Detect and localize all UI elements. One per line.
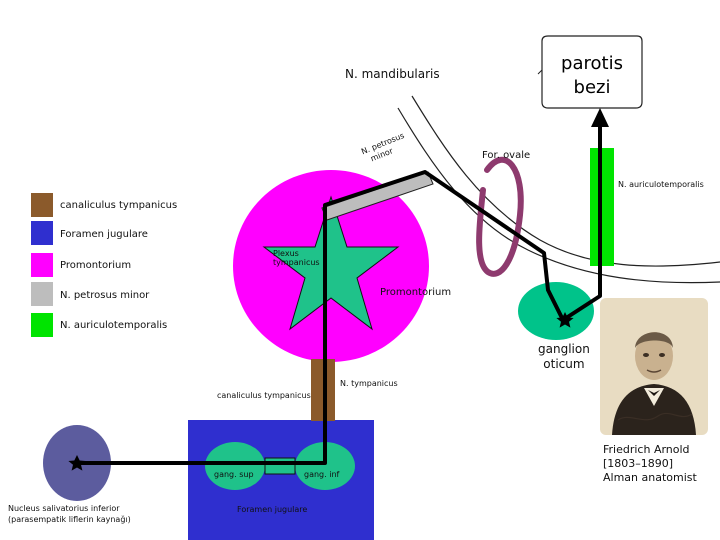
legend-label-auriculotemporalis: N. auriculotemporalis	[60, 320, 168, 331]
legend-swatch-auriculotemporalis	[31, 313, 53, 337]
label-n-auriculotemporalis: N. auriculotemporalis	[618, 180, 704, 189]
label-ganglion-line1: ganglion	[538, 342, 590, 356]
legend-label-canaliculus: canaliculus tympanicus	[60, 200, 178, 211]
portrait-caption: Friedrich Arnold [1803–1890] Alman anato…	[603, 443, 697, 485]
legend-label-promontorium: Promontorium	[60, 260, 132, 271]
label-parotis-line1: parotis	[561, 53, 623, 74]
bone-contour-outer	[411, 95, 720, 267]
legend-swatch-foramen	[31, 221, 53, 245]
ganglion-oticum	[518, 282, 594, 340]
legend-swatch-promontorium	[31, 253, 53, 277]
ganglion-bridge	[264, 457, 296, 475]
label-plexus-line1: Plexus	[273, 249, 299, 258]
label-nucleus-line2: (parasempatik liflerin kaynağı)	[8, 515, 131, 524]
legend-label-foramen: Foramen jugulare	[60, 229, 148, 240]
portrait-name: Friedrich Arnold	[603, 443, 690, 456]
label-canaliculus-tympanicus: canaliculus tympanicus	[217, 391, 311, 400]
legend-swatch-petrosus	[31, 282, 53, 306]
label-ganglion-line2: oticum	[543, 357, 585, 371]
label-parotis-bezi: parotis bezi	[545, 52, 639, 100]
parotis-callout-box	[541, 35, 643, 109]
label-gang-sup: gang. sup	[214, 470, 254, 479]
label-promontorium: Promontorium	[380, 287, 452, 298]
label-ganglion-oticum: ganglion oticum	[538, 342, 590, 372]
ganglion-oticum-star	[556, 312, 574, 328]
foramen-ovale-ring	[476, 156, 524, 277]
parasympathetic-pathway	[77, 125, 602, 465]
ganglion-inferius	[295, 442, 355, 490]
arrowhead-up	[591, 108, 609, 127]
label-nucleus-line1: Nucleus salivatorius inferior	[8, 504, 120, 513]
label-nucleus-salivatorius: Nucleus salivatorius inferior (parasempa…	[8, 503, 131, 525]
legend-label-petrosus: N. petrosus minor	[60, 290, 150, 301]
nucleus-star	[68, 455, 86, 471]
label-foramen-jugulare: Foramen jugulare	[237, 505, 308, 514]
legend-swatch-canaliculus	[31, 193, 53, 217]
label-n-mandibularis: N. mandibularis	[345, 67, 440, 81]
label-parotis-line2: bezi	[573, 77, 611, 98]
label-for-ovale: For. ovale	[482, 150, 531, 161]
portrait-friedrich-arnold	[600, 298, 708, 435]
label-plexus-tympanicus: Plexus tympanicus	[273, 249, 320, 267]
label-plexus-line2: tympanicus	[273, 258, 320, 267]
plexus-tympanicus-star	[262, 195, 400, 331]
label-gang-inf: gang. inf	[304, 470, 340, 479]
label-n-tympanicus: N. tympanicus	[340, 379, 398, 388]
portrait-title: Alman anatomist	[603, 471, 697, 484]
portrait-years: [1803–1890]	[603, 457, 674, 470]
ganglion-superius	[205, 442, 265, 490]
bone-contour-inner	[397, 107, 720, 284]
